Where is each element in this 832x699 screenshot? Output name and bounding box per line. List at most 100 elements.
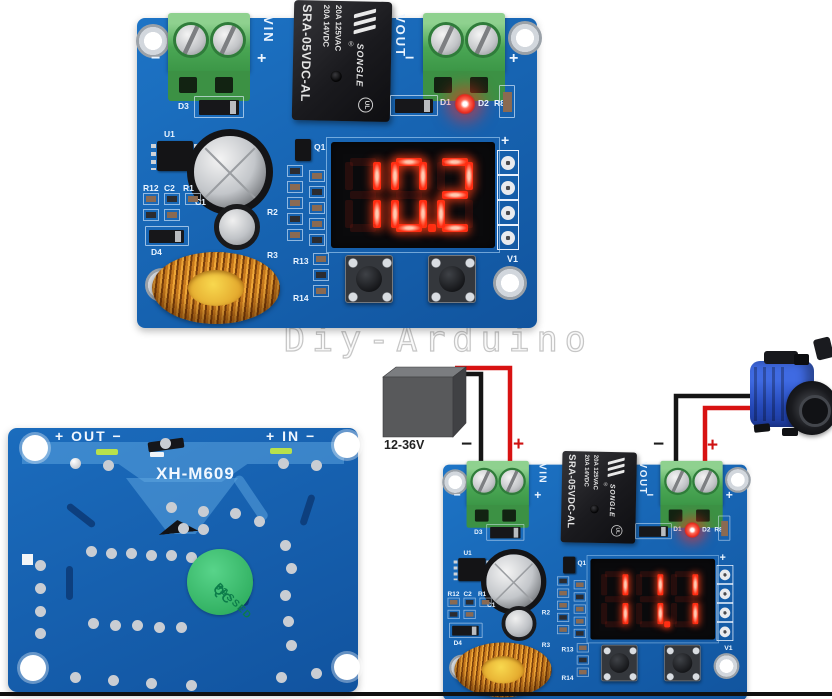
d1-label: D1 <box>440 97 451 107</box>
smd-component <box>447 609 460 619</box>
wire-slot <box>179 77 197 93</box>
seven-seg-value <box>345 158 483 232</box>
r3-label: R3 <box>267 250 278 260</box>
r12-label: R12 <box>447 590 460 598</box>
button-plunger <box>672 653 693 673</box>
pump-ridges <box>754 367 788 421</box>
mounting-hole <box>713 653 740 679</box>
pin-header <box>497 150 519 250</box>
r1-label: R1 <box>183 183 194 193</box>
vout-label: VOUT <box>393 14 408 59</box>
relay-rating-text: 20A 14VDC <box>583 454 591 487</box>
diode-d1 <box>639 526 668 537</box>
pump-foot <box>782 428 798 436</box>
relay-brand-text: SONGLE <box>354 43 366 88</box>
smd-component <box>309 218 325 230</box>
trace-slot <box>299 493 316 527</box>
battery-side-face <box>452 366 467 438</box>
capacitor-c1 <box>214 204 260 250</box>
pump-knob <box>794 354 809 365</box>
terminal-screw <box>500 470 524 493</box>
mounting-hole <box>20 655 46 681</box>
registered-mark: ® <box>348 41 354 49</box>
battery-voltage-label: 12-36V <box>384 438 425 452</box>
vin-label: VIN <box>537 463 549 485</box>
diode-d3 <box>199 100 239 115</box>
battery-front-face <box>382 376 454 438</box>
power-led <box>683 521 701 539</box>
pin-header <box>716 565 734 641</box>
smd-component <box>557 588 570 598</box>
wire-slot <box>696 509 710 522</box>
image-bottom-border <box>0 692 832 696</box>
smd-component <box>463 609 476 619</box>
inductor-coil <box>454 642 552 698</box>
d4-label: D4 <box>151 247 162 257</box>
songle-logo-icon <box>353 8 379 37</box>
d4-silkbox <box>145 226 189 246</box>
smd-component <box>164 193 180 205</box>
transistor-q1 <box>295 139 311 161</box>
smd-component <box>573 616 586 626</box>
r3-label: R3 <box>541 641 551 649</box>
wire-slot <box>668 509 683 522</box>
module-front-in-diagram: − + − + VIN VOUT SRA-05VDC-AL 20A 14VDC … <box>442 450 751 699</box>
smd-pad-green <box>96 449 118 455</box>
header-plus-label: + <box>719 551 726 564</box>
smd-component <box>287 181 303 193</box>
smd-component <box>309 202 325 214</box>
smd-component <box>576 655 589 665</box>
smd-component <box>557 576 570 586</box>
transistor-q1 <box>563 556 576 574</box>
mounting-hole <box>724 466 751 493</box>
pump-cap <box>764 351 798 364</box>
capacitor-c1 <box>501 606 537 641</box>
c2-label: C2 <box>463 590 472 598</box>
vin-wire-plus-label: + <box>513 434 525 455</box>
seven-seg-digit <box>345 158 381 232</box>
smd-resistor <box>503 92 512 112</box>
songle-logo-icon <box>607 457 627 480</box>
smd-component <box>573 604 586 614</box>
increase-pushbutton <box>345 255 393 303</box>
smd-component <box>287 229 303 241</box>
inductor-coil <box>152 252 280 324</box>
relay: SRA-05VDC-AL 20A 14VDC 20A 125VAC ® SONG… <box>291 0 393 123</box>
registered-mark: ® <box>603 482 608 488</box>
wire-slot <box>215 77 233 93</box>
mounting-hole <box>493 266 527 300</box>
pcb-back-side: + OUT − + IN − XH-M609 QC PASSED 01 <box>8 428 360 692</box>
terminal-screw <box>431 25 461 55</box>
decimal-point <box>664 621 671 628</box>
battery-top-face <box>382 366 467 378</box>
mounting-hole <box>508 21 542 55</box>
vout-terminal-block <box>423 13 505 101</box>
model-number-silk: XH-M609 <box>156 464 235 483</box>
seven-seg-digit <box>671 571 699 628</box>
decrease-pushbutton <box>428 255 476 303</box>
mounting-hole <box>442 469 469 496</box>
smd-component <box>573 628 586 638</box>
r2-label: R2 <box>267 207 278 217</box>
smd-component <box>309 170 325 182</box>
vout-minus-silk: − <box>405 50 415 67</box>
diode-d1 <box>395 99 433 113</box>
copper-trace <box>232 473 270 523</box>
seven-seg-digit <box>601 571 629 628</box>
smd-component <box>479 597 492 607</box>
terminal-socket <box>660 504 723 528</box>
d2-label: D2 <box>478 98 489 108</box>
smd-component <box>287 165 303 177</box>
smd-component <box>309 186 325 198</box>
trace-slot <box>65 502 97 529</box>
relay-model-text: SRA-05VDC-AL <box>565 454 578 529</box>
vin-plus-silk: + <box>257 50 267 67</box>
smd-component <box>557 612 570 622</box>
smd-component <box>143 209 159 221</box>
in-terminal-silk: + IN − <box>266 428 317 444</box>
r1-label: R1 <box>477 590 487 598</box>
terminal-screw <box>666 470 690 493</box>
vin-minus-silk: − <box>453 489 461 502</box>
r12-label: R12 <box>143 183 159 193</box>
d1-label: D1 <box>673 524 682 533</box>
